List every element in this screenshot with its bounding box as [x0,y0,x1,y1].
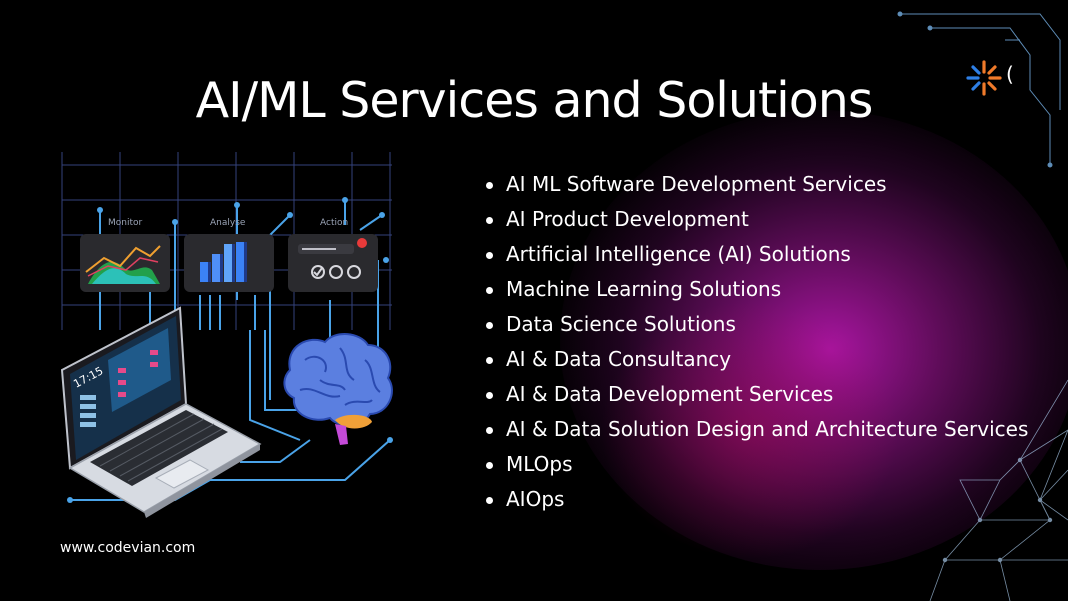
checklist-icon [288,234,378,292]
line-chart-icon [80,234,170,292]
laptop-icon: 17:15 [60,306,262,518]
list-item: AI & Data Development Services [486,378,1028,413]
panel-label-monitor: Monitor [108,218,143,228]
services-list: AI ML Software Development Services AI P… [486,168,1028,518]
codevian-logo: ( [962,56,1014,104]
panel-label-analyse: Analyse [210,218,246,228]
list-item: Data Science Solutions [486,308,1028,343]
list-item: AI & Data Consultancy [486,343,1028,378]
panel-label-action: Action [320,218,348,228]
list-item: Artificial Intelligence (AI) Solutions [486,238,1028,273]
brain-icon [283,333,393,445]
list-item: AI ML Software Development Services [486,168,1028,203]
list-item: MLOps [486,448,1028,483]
page-title: AI/ML Services and Solutions [195,72,874,129]
bar-chart-icon [184,234,274,292]
list-item: AI Product Development [486,203,1028,238]
list-item: AIOps [486,483,1028,518]
list-item: AI & Data Solution Design and Architectu… [486,413,1028,448]
asterisk-logo-icon [966,60,1002,96]
magenta-glow [560,110,1068,570]
pink-glow [600,300,900,560]
logo-bracket: ( [1006,62,1014,86]
list-item: Machine Learning Solutions [486,273,1028,308]
website-url: www.codevian.com [60,540,196,556]
